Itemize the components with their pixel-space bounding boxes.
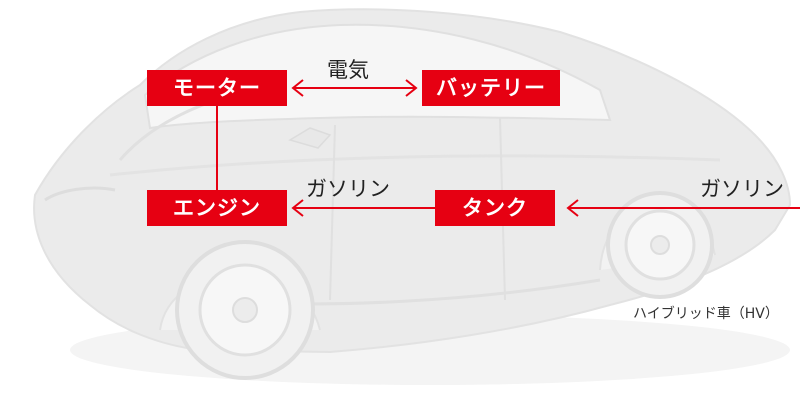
arrowhead-left-icon: [291, 79, 304, 97]
battery-box: バッテリー: [422, 70, 560, 106]
arrowhead-right-icon: [405, 79, 418, 97]
hybrid-caption: ハイブリッド車（HV）: [633, 306, 779, 322]
gasoline-label-mid: ガソリン: [306, 177, 390, 201]
arrowhead-left-icon: [566, 199, 579, 217]
tank-box: タンク: [435, 190, 555, 226]
electricity-label: 電気: [327, 58, 369, 82]
arrowhead-left-icon: [291, 199, 304, 217]
engine-box: エンジン: [147, 190, 287, 226]
gasoline-label-right: ガソリン: [700, 177, 784, 201]
motor-box: モーター: [147, 70, 287, 106]
